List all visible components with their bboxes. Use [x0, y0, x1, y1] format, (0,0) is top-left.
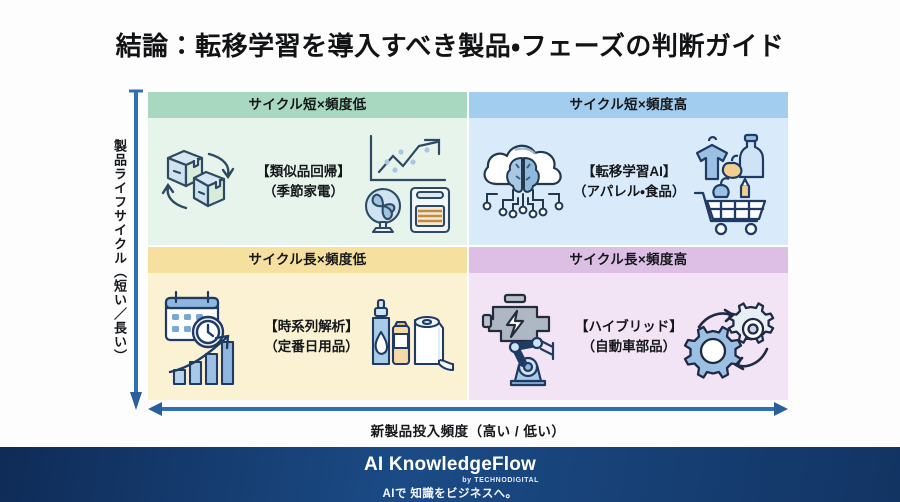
quadrant-top-right-title: 【転移学習AI】 [581, 163, 677, 179]
gears-cycle-icon [683, 287, 783, 387]
footer-tagline: AIで 知識をビジネスへ。 [382, 488, 518, 500]
quadrant-top-left[interactable]: サイクル短×頻度低 [148, 92, 467, 245]
horizontal-axis-label: 新製品投入頻度（高い / 低い） [370, 424, 566, 439]
quadrant-top-right-subtitle: （アパレル・食品） [573, 183, 686, 199]
quadrant-top-left-label: 【類似品回帰】 （季節家電） [250, 162, 357, 201]
trend-chart-fan-heater-icon [357, 128, 461, 236]
calendar-clock-barchart-icon [154, 284, 258, 390]
quadrant-top-right[interactable]: サイクル短×頻度高 [469, 92, 788, 245]
quadrant-bottom-left-subtitle: （定番日用品） [264, 338, 359, 354]
page-title: 結論：転移学習を導入すべき製品・フェーズの判断ガイド [115, 31, 785, 61]
quadrant-bottom-left-label: 【時系列解析】 （定番日用品） [258, 317, 365, 356]
quadrant-bottom-right-label: 【ハイブリッド】 （自動車部品） [575, 317, 683, 356]
quadrant-matrix: サイクル短×頻度低 [148, 92, 788, 400]
quadrant-bottom-right-header: サイクル長×頻度高 [469, 247, 788, 273]
quadrant-bottom-left[interactable]: サイクル長×頻度低 [148, 247, 467, 400]
brand-name: AI KnowledgeFlow by TECHNODIGITAL [363, 454, 538, 484]
quadrant-top-left-title: 【類似品回帰】 [256, 163, 351, 179]
soap-paper-towel-icon [365, 294, 461, 380]
footer-bar: AI KnowledgeFlow by TECHNODIGITAL AIで 知識… [0, 447, 900, 502]
cloud-brain-icon [475, 132, 573, 232]
quadrant-bottom-left-title: 【時系列解析】 [264, 318, 359, 334]
apparel-food-cart-icon [685, 127, 785, 237]
engine-robot-arm-icon [475, 285, 575, 389]
quadrant-bottom-right-subtitle: （自動車部品） [581, 338, 677, 354]
quadrant-top-left-subtitle: （季節家電） [263, 183, 344, 199]
quadrant-top-right-header: サイクル短×頻度高 [469, 92, 788, 118]
quadrant-top-right-label: 【転移学習AI】 （アパレル・食品） [573, 162, 685, 201]
vertical-axis-arrow [128, 88, 144, 414]
boxes-transfer-icon [154, 134, 250, 230]
quadrant-bottom-right[interactable]: サイクル長×頻度高 [469, 247, 788, 400]
brand-byline: by TECHNODIGITAL [462, 477, 540, 484]
quadrant-bottom-left-header: サイクル長×頻度低 [148, 247, 467, 273]
vertical-axis-label: 製品ライフサイクル（短い／長い） [112, 139, 127, 363]
horizontal-axis-arrow [148, 400, 788, 418]
brand-text: AI KnowledgeFlow [363, 454, 537, 475]
quadrant-bottom-right-title: 【ハイブリッド】 [575, 318, 683, 334]
quadrant-top-left-header: サイクル短×頻度低 [148, 92, 467, 118]
